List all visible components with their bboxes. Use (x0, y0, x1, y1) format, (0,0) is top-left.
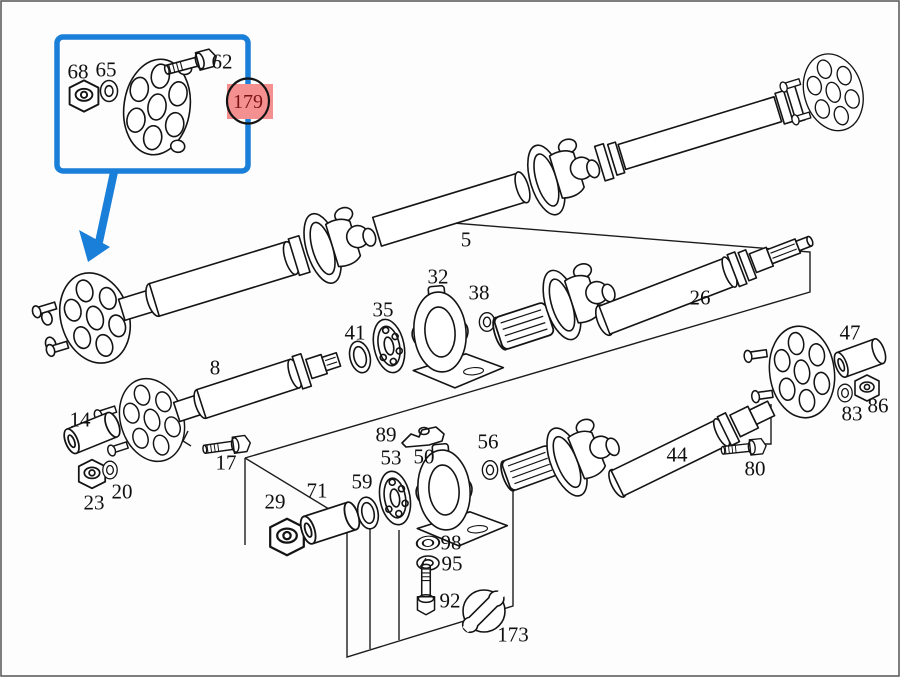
part-label-53[interactable]: 53 (380, 445, 402, 470)
part-label-173[interactable]: 173 (497, 622, 529, 647)
part-label-56[interactable]: 56 (477, 429, 499, 454)
part-label-50[interactable]: 50 (413, 444, 435, 469)
part-label-68[interactable]: 68 (67, 59, 89, 84)
part-label-17[interactable]: 17 (215, 450, 237, 475)
part-label-95[interactable]: 95 (441, 551, 463, 576)
propeller-shaft-8-front (87, 351, 342, 478)
part-label-179[interactable]: 179 (233, 91, 263, 113)
part-label-71[interactable]: 71 (306, 478, 328, 503)
part-label-38[interactable]: 38 (468, 280, 490, 305)
propeller-shaft-44 (608, 400, 776, 498)
highlight-circle (225, 77, 271, 125)
part-label-14[interactable]: 14 (69, 407, 91, 432)
callout-arrow (79, 171, 118, 262)
propeller-shaft-26-rear (594, 235, 814, 337)
part-label-65[interactable]: 65 (95, 57, 117, 82)
part-label-89[interactable]: 89 (375, 422, 397, 447)
part-label-23[interactable]: 23 (83, 490, 105, 515)
part-label-62[interactable]: 62 (211, 49, 233, 74)
callout-group[interactable] (54, 34, 273, 262)
part-label-20[interactable]: 20 (111, 479, 133, 504)
part-label-80[interactable]: 80 (744, 456, 766, 481)
part-label-29[interactable]: 29 (264, 489, 286, 514)
propeller-shaft-5 (25, 45, 874, 380)
part-label-83[interactable]: 83 (841, 401, 863, 426)
clamp-bracket-89-hole (418, 426, 430, 436)
part-label-59[interactable]: 59 (351, 469, 373, 494)
part-label-41[interactable]: 41 (344, 320, 366, 345)
part-label-92[interactable]: 92 (439, 588, 461, 613)
part-label-86[interactable]: 86 (867, 393, 889, 418)
part-label-47[interactable]: 47 (839, 320, 861, 345)
part-label-5[interactable]: 5 (460, 227, 472, 252)
wrench-icon[interactable] (460, 587, 508, 635)
part-label-26[interactable]: 26 (689, 285, 711, 310)
part-label-44[interactable]: 44 (666, 442, 688, 467)
part-label-32[interactable]: 32 (427, 264, 449, 289)
part-label-8[interactable]: 8 (209, 355, 221, 380)
part-label-98[interactable]: 98 (440, 530, 462, 555)
clamp-bracket-89 (401, 426, 445, 448)
part-label-35[interactable]: 35 (372, 297, 394, 322)
